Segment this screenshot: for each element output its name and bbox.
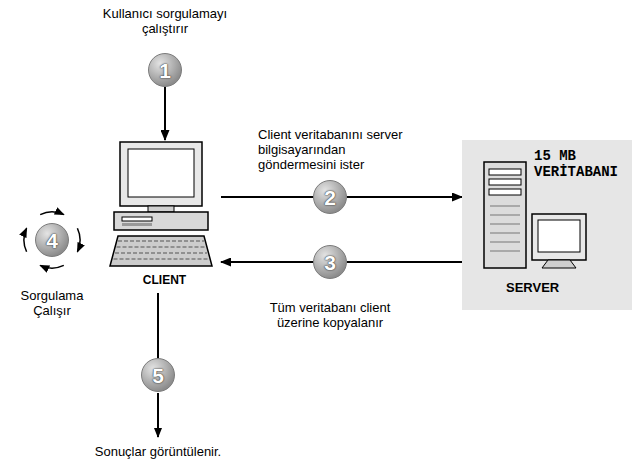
step-circle: 5 [141, 358, 175, 392]
flow-connector [221, 261, 313, 263]
client-computer: CLIENT [108, 140, 221, 293]
flow-connector [157, 293, 159, 358]
flow-connector [221, 196, 313, 198]
caption-slot: Kullanıcı sorgulamayı çalıştırır [90, 6, 240, 36]
step-number: 2 [324, 187, 336, 208]
caption-slot: Client veritabanını server bilgisayarınd… [258, 127, 408, 172]
step-number: 1 [159, 60, 171, 81]
client-icon [108, 140, 213, 272]
caption-slot: Sorgulama Çalışır [7, 288, 97, 318]
rotation-arrows [24, 212, 80, 268]
step-caption: Sorgulama Çalışır [7, 288, 97, 318]
step-circle: 4 [35, 223, 69, 257]
flow-connector [347, 261, 462, 263]
rotation-arrow [24, 228, 27, 252]
step-caption: Tüm veritabanı client üzerine kopyalanır [250, 300, 410, 330]
computer-label: SERVER [506, 280, 586, 295]
caption-slot: Tüm veritabanı client üzerine kopyalanır [250, 300, 410, 330]
caption-slot: Sonuçlar görüntülenir. [78, 444, 238, 459]
step-caption: Client veritabanını server bilgisayarınd… [258, 127, 408, 172]
step-number: 4 [46, 230, 58, 251]
server-icon [462, 140, 632, 310]
computer-label: CLIENT [108, 273, 221, 287]
step-circle: 3 [313, 245, 347, 279]
step-number: 5 [152, 365, 164, 386]
step-caption: Sonuçlar görüntülenir. [78, 444, 238, 459]
result-arrow [157, 393, 159, 437]
server-panel: 15 MB VERİTABANI SERVER [462, 140, 632, 310]
flow-connector [347, 196, 462, 198]
rotation-arrow [77, 228, 80, 252]
flow-connector [164, 87, 166, 140]
rotation-arrow [40, 212, 64, 215]
step-number: 3 [324, 252, 336, 273]
step-circle: 1 [148, 53, 182, 87]
step-caption: Kullanıcı sorgulamayı çalıştırır [90, 6, 240, 36]
database-size: 15 MB VERİTABANI [534, 140, 626, 180]
step-circle: 2 [313, 180, 347, 214]
rotation-arrow [40, 265, 64, 268]
